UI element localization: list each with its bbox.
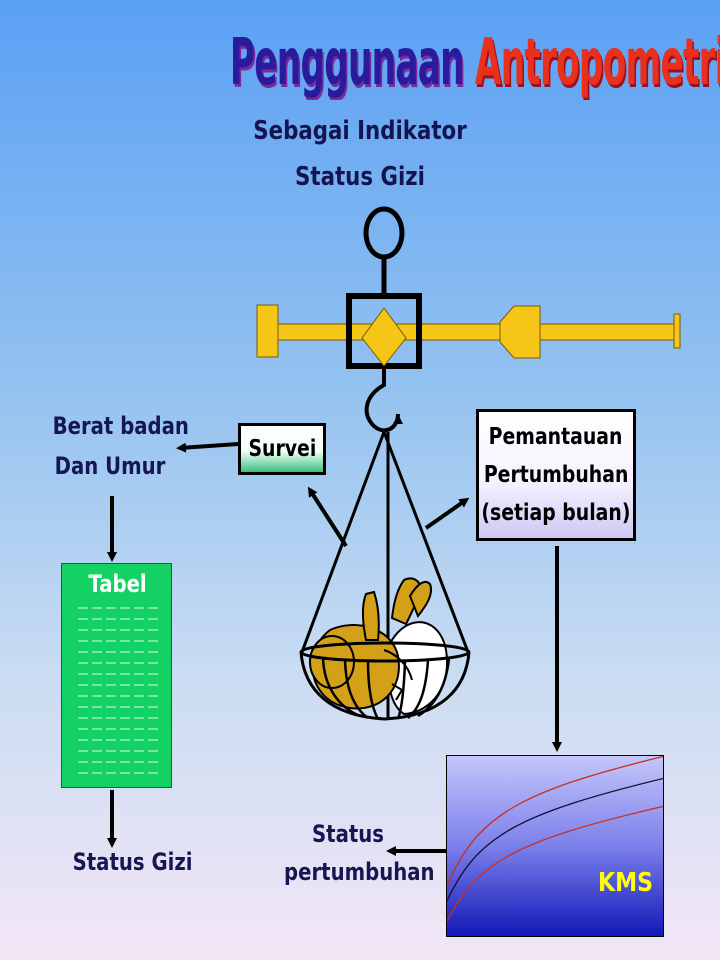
pemantauan-line3: (setiap bulan): [481, 500, 631, 526]
label-dan-umur: Dan Umur: [54, 452, 166, 480]
pemantauan-box: Pemantauan Pertumbuhan (setiap bulan): [476, 409, 636, 541]
pemantauan-line2: Pertumbuhan: [483, 462, 629, 488]
pemantauan-line1: Pemantauan: [489, 424, 623, 450]
survei-label: Survei: [248, 436, 316, 462]
label-pertumbuhan: pertumbuhan: [284, 858, 435, 886]
label-berat-badan: Berat badan: [52, 412, 189, 440]
kms-chart: [446, 755, 664, 937]
basket-net: [299, 641, 471, 721]
scale-icon: [256, 206, 681, 433]
page-title: Penggunaan Antropometri: [160, 26, 720, 100]
label-status: Status: [311, 820, 384, 848]
tabel-label: Tabel: [88, 570, 147, 598]
baby-icon: [309, 577, 449, 716]
title-word-antropometri: Antropometri: [474, 26, 720, 100]
title-word-penggunaan: Penggunaan: [229, 26, 465, 100]
tabel-lines: [78, 607, 158, 774]
kms-label: KMS: [598, 868, 654, 898]
label-status-gizi: Status Gizi: [72, 848, 193, 876]
subtitle-line1: Sebagai Indikator: [253, 116, 467, 146]
arrow-basket-to-pemantauan: [424, 497, 470, 530]
arrow-survei-to-berat: [176, 442, 239, 453]
survei-box: Survei: [238, 423, 326, 475]
arrow-basket-to-survei: [307, 486, 348, 548]
subtitle-line2: Status Gizi: [295, 162, 425, 192]
kms-growth-curves: [447, 756, 663, 922]
tabel-box: Tabel: [61, 563, 172, 788]
